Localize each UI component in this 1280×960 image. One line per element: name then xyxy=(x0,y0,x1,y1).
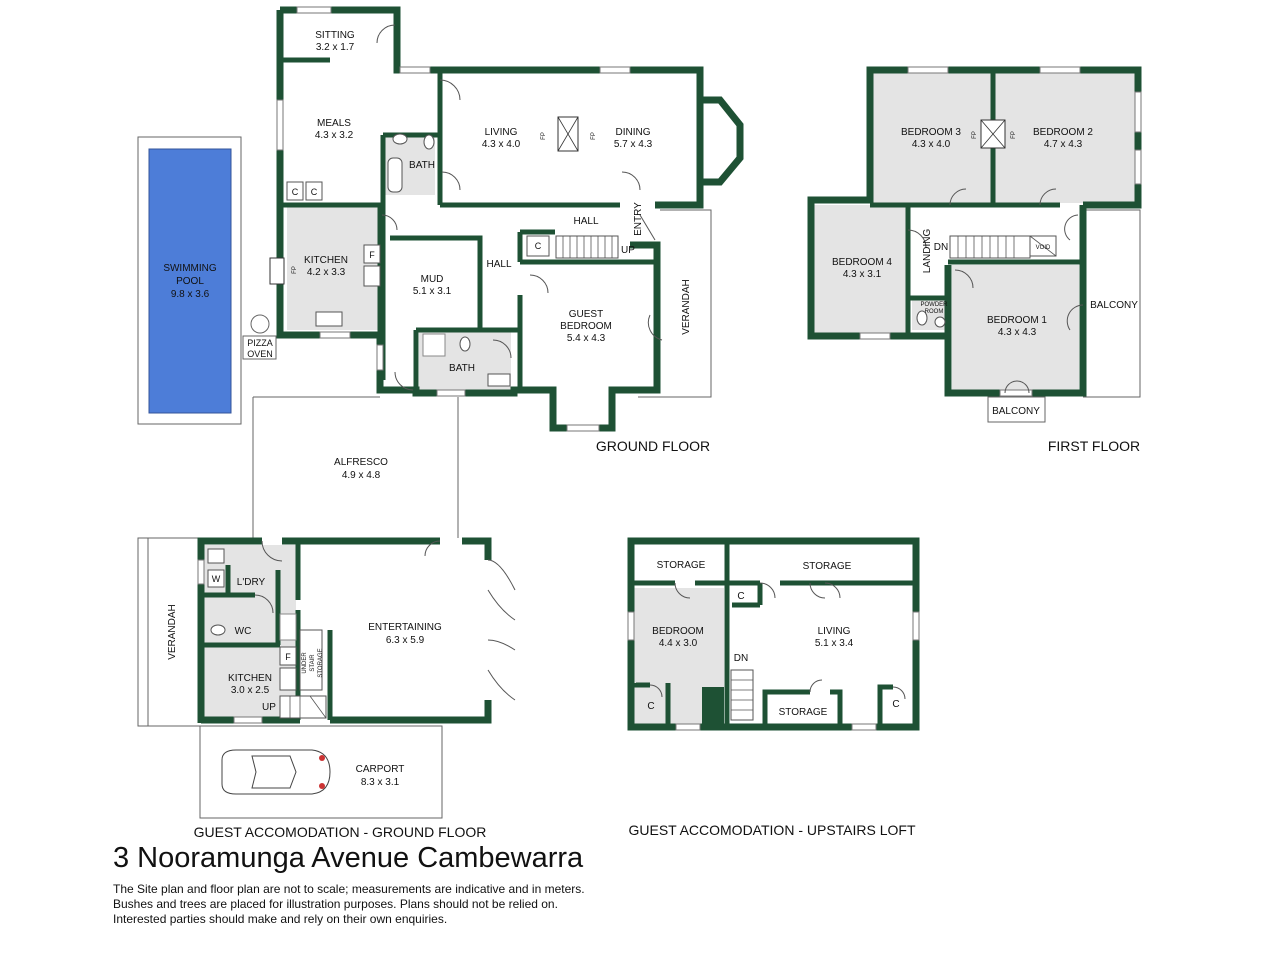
under-label: UNDER xyxy=(302,652,308,674)
hall2-label: HALL xyxy=(486,259,511,270)
wc-label: WC xyxy=(235,626,252,637)
ground-floor-caption: GROUND FLOOR xyxy=(596,438,710,454)
sitting-size: 3.2 x 1.7 xyxy=(316,42,355,53)
loft-storage-2: STORAGE xyxy=(803,561,852,572)
bedroom4-size: 4.3 x 3.1 xyxy=(843,269,882,280)
fp-label: FP xyxy=(541,132,547,140)
guest-kitchen-size: 3.0 x 2.5 xyxy=(231,685,270,696)
bedroom1-label: BEDROOM 1 xyxy=(987,315,1047,326)
loft-living-label: LIVING xyxy=(818,626,851,637)
carport-label: CARPORT xyxy=(356,764,405,775)
disclaimer-line: Bushes and trees are placed for illustra… xyxy=(113,897,558,911)
loft-bedroom-size: 4.4 x 3.0 xyxy=(659,638,698,649)
meals-size: 4.3 x 3.2 xyxy=(315,130,354,141)
stair-label: STAIR xyxy=(310,654,316,672)
meals-label: MEALS xyxy=(317,118,351,129)
powder-label-1: POWDER xyxy=(921,302,949,308)
loft-storage-3: STORAGE xyxy=(779,707,828,718)
guest-bedroom-label-2: BEDROOM xyxy=(560,321,612,332)
pool-size: 9.8 x 3.6 xyxy=(171,289,210,300)
mud-label: MUD xyxy=(421,274,444,285)
guest-verandah-label: VERANDAH xyxy=(167,604,178,660)
stairs-up-label: UP xyxy=(621,245,635,256)
bedroom1-size: 4.3 x 4.3 xyxy=(998,327,1037,338)
disclaimer: The Site plan and floor plan are not to … xyxy=(113,882,585,927)
entry-label: ENTRY xyxy=(633,202,644,236)
balcony2-label: BALCONY xyxy=(992,406,1040,417)
guest-ground-floor: VERANDAH CARPORT 8.3 x 3.1 xyxy=(137,537,516,840)
ground-floor: FP FP FP F C C C xyxy=(252,6,744,538)
cupboard-label: C xyxy=(311,187,318,197)
guest-bedroom-label-1: GUEST xyxy=(569,309,603,320)
landing-label: LANDING xyxy=(922,229,933,274)
void-label: VOID xyxy=(1036,245,1051,251)
bedroom3-size: 4.3 x 4.0 xyxy=(912,139,951,150)
loft-cupboard-3: C xyxy=(892,699,899,710)
bath2-label: BATH xyxy=(449,363,475,374)
bath-label: BATH xyxy=(409,160,435,171)
laundry-label: L'DRY xyxy=(237,577,266,588)
loft-storage-1: STORAGE xyxy=(657,560,706,571)
powder-label-2: ROOM xyxy=(925,309,944,315)
sitting-label: SITTING xyxy=(315,30,355,41)
first-floor-caption: FIRST FLOOR xyxy=(1048,438,1140,454)
guest-fridge-label: F xyxy=(285,652,291,662)
pizza-oven: PIZZA OVEN xyxy=(242,314,277,360)
guest-loft: STORAGE STORAGE C BEDROOM 4.4 x 3.0 LIVI… xyxy=(627,537,920,838)
verandah-label: VERANDAH xyxy=(681,279,692,335)
washer-label: W xyxy=(212,574,221,584)
alfresco-label: ALFRESCO xyxy=(334,457,388,468)
first-stairs xyxy=(949,235,1057,259)
entertaining-size: 6.3 x 5.9 xyxy=(386,635,425,646)
loft-stairs-dn: DN xyxy=(734,653,748,664)
fp-label: FP xyxy=(292,266,298,274)
storage-label: STORAGE xyxy=(318,648,324,677)
loft-cupboard-1: C xyxy=(737,591,744,602)
swimming-pool: SWIMMING POOL 9.8 x 3.6 xyxy=(137,136,242,425)
disclaimer-line: Interested parties should make and rely … xyxy=(113,912,448,926)
kitchen-size: 4.2 x 3.3 xyxy=(307,267,346,278)
cupboard-label: C xyxy=(292,187,299,197)
hall-label: HALL xyxy=(573,216,598,227)
guest-ground-caption: GUEST ACCOMODATION - GROUND FLOOR xyxy=(194,824,487,840)
disclaimer-line: The Site plan and floor plan are not to … xyxy=(113,882,585,896)
dining-size: 5.7 x 4.3 xyxy=(614,139,653,150)
pizza-label: PIZZA xyxy=(247,338,273,348)
living-label: LIVING xyxy=(485,127,518,138)
mud-size: 5.1 x 3.1 xyxy=(413,286,452,297)
loft-bedroom-label: BEDROOM xyxy=(652,626,704,637)
loft-living-size: 5.1 x 3.4 xyxy=(815,638,854,649)
bedroom2-label: BEDROOM 2 xyxy=(1033,127,1093,138)
living-size: 4.3 x 4.0 xyxy=(482,139,521,150)
fp-label: FP xyxy=(1011,131,1017,139)
kitchen-label: KITCHEN xyxy=(304,255,348,266)
guest-bedroom-size: 5.4 x 4.3 xyxy=(567,333,606,344)
car-icon xyxy=(221,749,331,795)
guest-kitchen-label: KITCHEN xyxy=(228,673,272,684)
oven-label: OVEN xyxy=(247,349,273,359)
dining-label: DINING xyxy=(616,127,651,138)
pool-label-2: POOL xyxy=(176,276,204,287)
alfresco-size: 4.9 x 4.8 xyxy=(342,470,381,481)
entertaining-label: ENTERTAINING xyxy=(368,622,442,633)
balcony-label: BALCONY xyxy=(1090,300,1138,311)
carport-size: 8.3 x 3.1 xyxy=(361,777,400,788)
property-address: 3 Nooramunga Avenue Cambewarra xyxy=(113,842,584,874)
guest-stairs-up: UP xyxy=(262,702,276,713)
first-floor: FP FP BEDROOM 3 4.3 x 4.0 BEDROOM 2 4.7 … xyxy=(807,66,1142,454)
pool-label-1: SWIMMING xyxy=(163,263,217,274)
fp-label: FP xyxy=(972,131,978,139)
cupboard-label: C xyxy=(535,241,542,251)
guest-loft-caption: GUEST ACCOMODATION - UPSTAIRS LOFT xyxy=(628,822,915,838)
stairs-dn-label: DN xyxy=(934,242,948,253)
loft-cupboard-2: C xyxy=(647,701,654,712)
fridge-label: F xyxy=(369,250,375,260)
bedroom4-label: BEDROOM 4 xyxy=(832,257,892,268)
bedroom2-size: 4.7 x 4.3 xyxy=(1044,139,1083,150)
bedroom3-label: BEDROOM 3 xyxy=(901,127,961,138)
fp-label: FP xyxy=(591,132,597,140)
ground-stairs xyxy=(555,235,619,259)
